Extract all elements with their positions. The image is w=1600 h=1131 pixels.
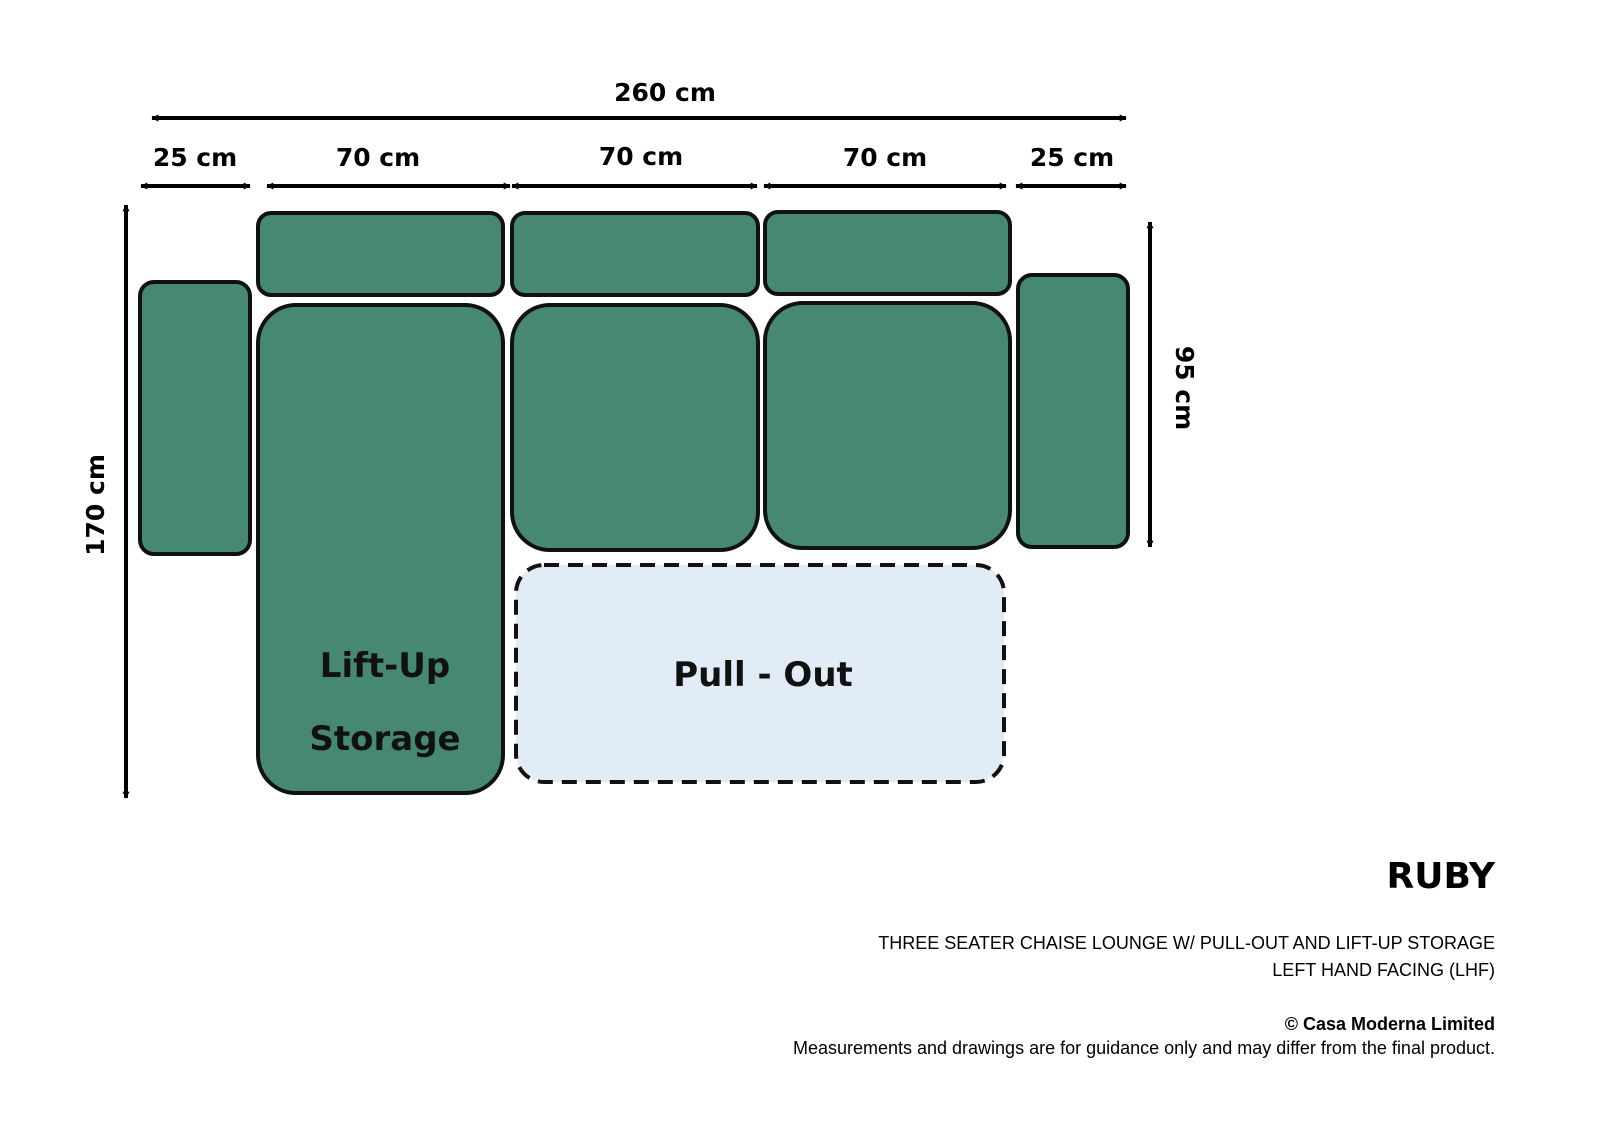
back-cushion-1 [256, 211, 505, 297]
left-arm-width-label: 25 cm [153, 143, 237, 172]
lift-up-label-line-1: Lift-Up [320, 646, 450, 686]
pull-out-section [514, 563, 1006, 784]
total-depth-label: 170 cm [81, 454, 110, 556]
total-width-label: 260 cm [614, 78, 716, 107]
chaise-seat-lift-up-storage [256, 303, 505, 795]
seat-1-width-label: 70 cm [336, 143, 420, 172]
disclaimer-text: Measurements and drawings are for guidan… [792, 1038, 1495, 1058]
dimension-arrows [122, 114, 1154, 799]
back-cushion-3 [763, 210, 1012, 296]
seat-cushion-2 [510, 303, 760, 552]
seat-2-width-label: 70 cm [599, 142, 683, 171]
dimension-labels: 260 cm 25 cm 70 cm 70 cm 70 cm 25 cm 170… [81, 78, 1199, 556]
seat-cushion-3 [763, 301, 1012, 550]
right-arm-width-label: 25 cm [1030, 143, 1114, 172]
sofa-pieces [138, 210, 1130, 795]
back-cushion-2 [510, 211, 760, 297]
copyright-notice: © Casa Moderna Limited [1284, 1014, 1495, 1034]
seat-3-width-label: 70 cm [843, 143, 927, 172]
lift-up-label-line-2: Storage [309, 719, 460, 759]
seat-depth-label: 95 cm [1170, 346, 1199, 430]
product-facing: LEFT HAND FACING (LHF) [1272, 960, 1495, 980]
left-armrest [138, 280, 252, 556]
piece-labels: Lift-Up Storage Pull - Out [309, 646, 852, 759]
pull-out-label: Pull - Out [673, 655, 853, 695]
right-armrest [1016, 273, 1130, 549]
product-name: RUBY [1386, 856, 1496, 897]
product-description: THREE SEATER CHAISE LOUNGE W/ PULL-OUT A… [878, 933, 1495, 953]
